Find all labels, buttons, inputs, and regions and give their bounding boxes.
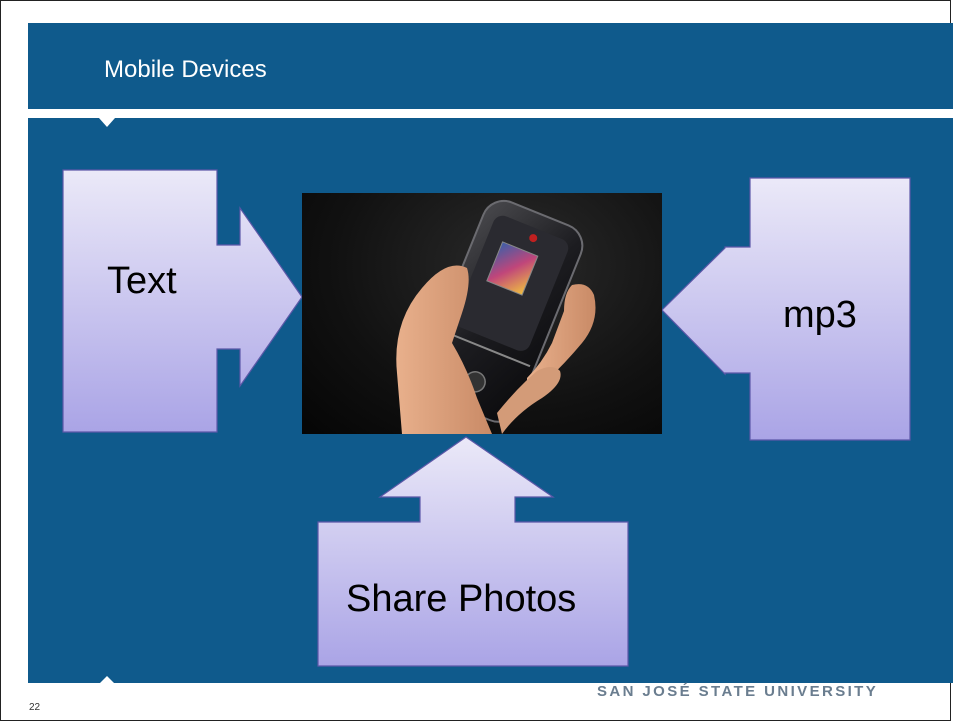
right-callout-label: mp3 — [783, 294, 857, 336]
hand-with-phone-image — [396, 199, 596, 434]
hand-shape — [396, 265, 492, 434]
bottom-callout-label: Share Photos — [346, 578, 577, 620]
bottom-notch — [99, 676, 115, 684]
phone-photo — [302, 193, 662, 434]
right-arrow-callout — [661, 177, 911, 441]
left-arrow-callout — [62, 169, 303, 433]
university-logo: SAN JOSÉ STATE UNIVERSITY — [597, 683, 879, 700]
top-notch — [99, 118, 115, 127]
header-divider — [28, 109, 953, 118]
title-bar — [28, 23, 953, 109]
bottom-arrow-callout — [317, 436, 629, 667]
slide-title: Mobile Devices — [104, 56, 267, 83]
left-callout-label: Text — [107, 260, 177, 302]
slide-number: 22 — [29, 702, 41, 713]
